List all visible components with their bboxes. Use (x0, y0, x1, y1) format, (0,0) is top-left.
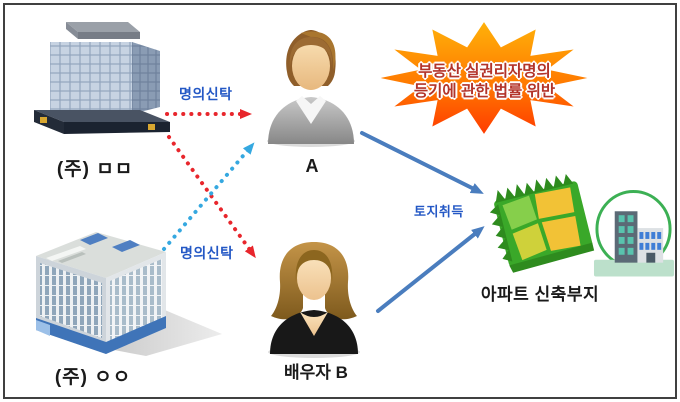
woman-bust-icon (268, 242, 360, 358)
land-parcel-icon (489, 174, 595, 273)
man-bust-icon (267, 30, 355, 147)
apartment-circle-icon (593, 190, 675, 277)
office-building-icon (34, 22, 170, 134)
company-bottom-label: (주) ㅇㅇ (54, 367, 132, 388)
starburst-icon (380, 22, 588, 134)
office-tower-icon (36, 232, 222, 356)
trust-bottom-label: 명의신탁 (180, 245, 234, 261)
trust-top-label: 명의신탁 (179, 86, 233, 102)
person-b-label: 배우자 B (284, 363, 348, 382)
person-a-label: A (305, 156, 319, 176)
site-label: 아파트 신축부지 (480, 285, 600, 304)
warning-line-2: 등기에 관한 법률 위반 (413, 83, 556, 100)
acquisition-arrow-a (360, 131, 484, 194)
company-top-label: (주) ㅁㅁ (56, 159, 134, 180)
land-acquisition-label: 토지취득 (414, 204, 464, 219)
warning-burst-text: 부동산 실권리자명의 등기에 관한 법률 위반 (382, 62, 587, 102)
warning-line-1: 부동산 실권리자명의 (418, 63, 551, 80)
